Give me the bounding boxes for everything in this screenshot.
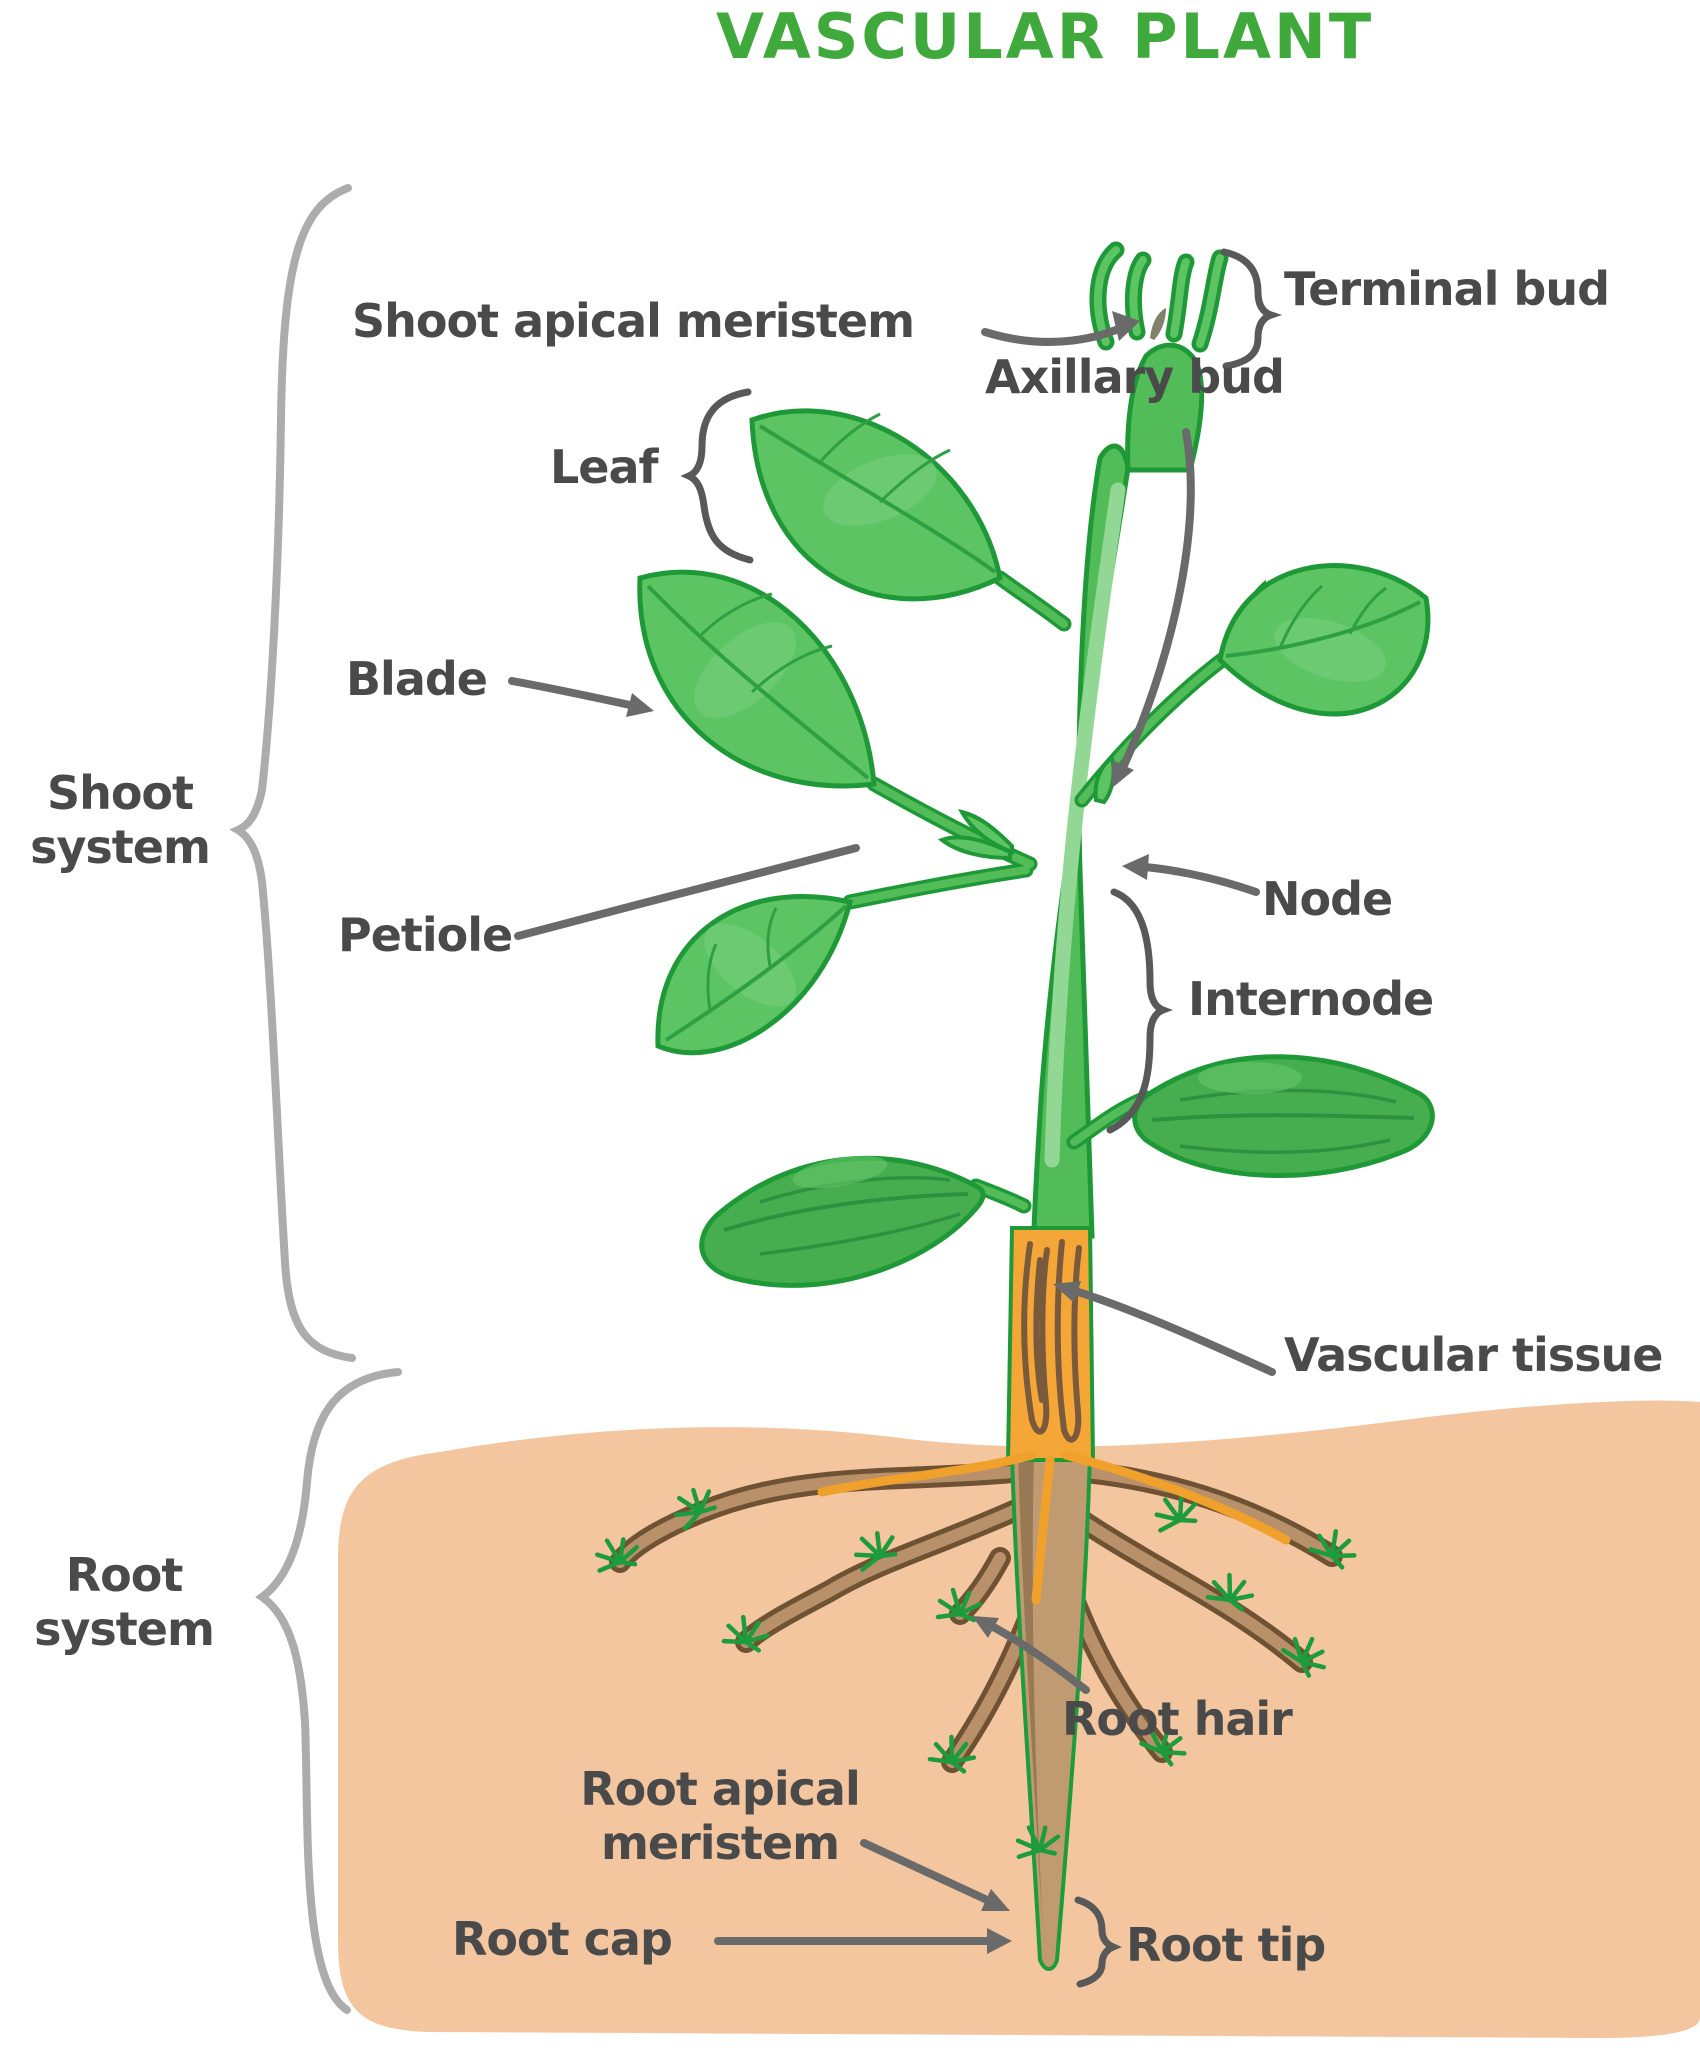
label-root-cap: Root cap [452, 1912, 673, 1966]
leaf-upper-left [749, 408, 1003, 602]
stipule-2 [958, 808, 1014, 855]
leaf-upper-right [1217, 563, 1431, 717]
label-root-hair: Root hair [1062, 1692, 1293, 1746]
shoot-system-line1: Shoot [46, 766, 194, 820]
pointer-petiole [514, 844, 860, 940]
label-axillary-bud: Axillary bud [985, 350, 1285, 404]
shoot-system-brace [229, 184, 356, 1362]
pointer-node [1128, 862, 1260, 896]
pointer-axillary-bud [1114, 428, 1195, 782]
label-shoot-apical-meristem: Shoot apical meristem [352, 294, 915, 348]
root-tip-brace [1074, 1896, 1122, 1988]
pointer-vascular-tissue [1058, 1283, 1276, 1376]
root-system-line2: system [34, 1602, 215, 1657]
label-root-system: Root system [0, 1548, 248, 1657]
root-system-line1: Root [65, 1548, 184, 1602]
leaf-droopy-right [1132, 1054, 1435, 1178]
axillary-bud-shape [1093, 754, 1116, 805]
pointer-root-apical-meristem [860, 1839, 1004, 1910]
taproot-shade [1018, 1452, 1044, 1950]
label-leaf: Leaf [550, 440, 659, 494]
label-shoot-system: Shoot system [0, 766, 240, 875]
root-apical-line1: Root apical [580, 1762, 860, 1816]
pointer-blade [508, 677, 648, 712]
root-system-brace [255, 1368, 402, 2014]
stem-highlight [1044, 482, 1126, 1168]
leaf-blade-left [637, 569, 877, 789]
shoot-system-line2: system [30, 820, 211, 875]
label-terminal-bud: Terminal bud [1284, 262, 1610, 316]
label-vascular-tissue: Vascular tissue [1284, 1328, 1663, 1382]
soil [338, 1400, 1700, 2038]
label-root-tip: Root tip [1126, 1918, 1326, 1972]
stipule-1 [937, 835, 1012, 861]
label-blade: Blade [346, 652, 488, 706]
terminal-bud-brace [1220, 248, 1283, 370]
label-root-apical-meristem: Root apical meristem [480, 1762, 960, 1871]
leaf-brace [680, 388, 754, 564]
diagram-title: VASCULAR PLANT [716, 0, 1375, 73]
leaf-droopy-left [699, 1155, 986, 1288]
leaf-lower-left [655, 894, 854, 1056]
internode-brace [1106, 888, 1173, 1134]
vascular-strands [1021, 1239, 1082, 1443]
label-internode: Internode [1188, 972, 1434, 1026]
label-petiole: Petiole [338, 908, 513, 962]
root-apical-line2: meristem [600, 1816, 840, 1871]
label-node: Node [1262, 872, 1393, 926]
